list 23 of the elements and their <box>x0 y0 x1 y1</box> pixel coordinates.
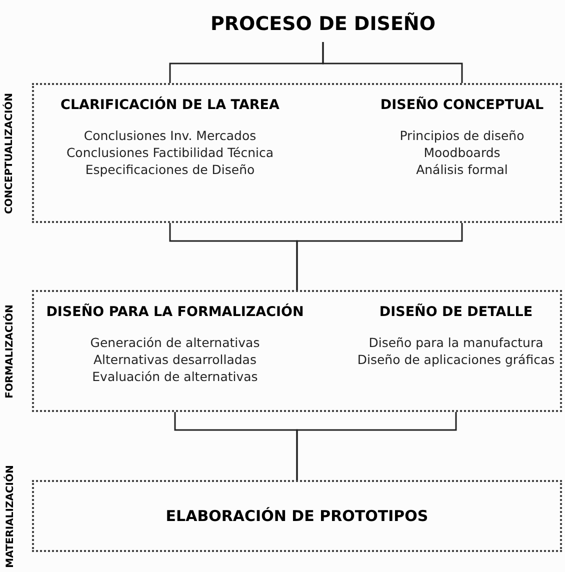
item-text: Alternativas desarrolladas <box>94 351 256 368</box>
section-heading: DISEÑO PARA LA FORMALIZACIÓN <box>46 302 304 322</box>
item-text: Generación de alternativas <box>90 334 260 352</box>
connector-line <box>296 412 457 480</box>
section-heading: ELABORACIÓN DE PROTOTIPOS <box>166 506 428 527</box>
item-text: Conclusiones Factibilidad Técnica <box>66 144 274 162</box>
item-text: Principios de diseño <box>400 127 524 144</box>
item-text: Análisis formal <box>416 161 508 178</box>
item-text: Conclusiones Inv. Mercados <box>84 127 256 144</box>
item-text: Especificaciones de Diseño <box>85 161 255 178</box>
section-heading: DISEÑO DE DETALLE <box>379 302 533 322</box>
item-text: Moodboards <box>424 144 500 162</box>
item-text: Diseño para la manufactura <box>368 334 544 352</box>
section-heading: DISEÑO CONCEPTUAL <box>380 96 544 115</box>
item-text: Evaluación de alternativas <box>92 368 258 386</box>
item-text: Diseño de aplicaciones gráficas <box>357 351 555 368</box>
section-heading: CLARIFICACIÓN DE LA TAREA <box>60 96 280 115</box>
stage-label: MATERIALIZACIÓN <box>2 464 16 568</box>
connector-line <box>296 223 463 290</box>
stage-label: FORMALIZACIÓN <box>2 304 16 398</box>
connector-line <box>322 42 463 83</box>
stage-label: CONCEPTUALIZACIÓN <box>2 92 16 214</box>
process-label: PROCESO DE DISEÑO <box>210 11 436 37</box>
